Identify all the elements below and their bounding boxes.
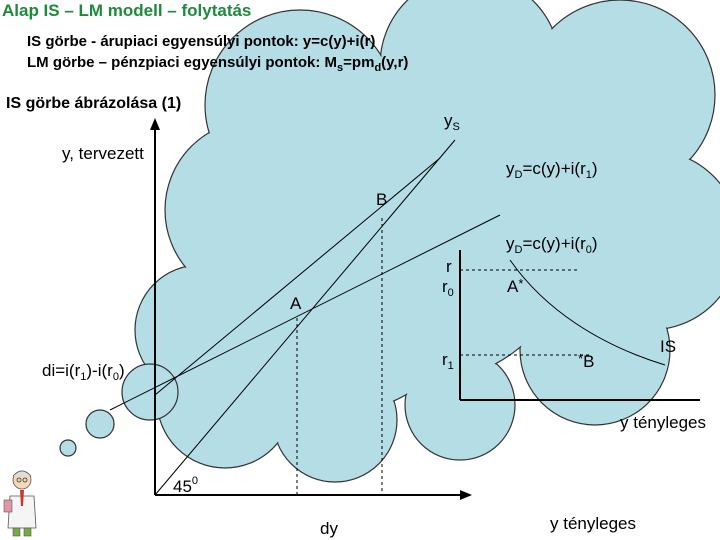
thought-bubble-small: [59, 439, 77, 457]
yd-r1-line: [154, 157, 441, 396]
thought-bubble-medium: [85, 409, 115, 439]
ys-45-degree-line: [154, 139, 456, 496]
label-r0: r0: [442, 277, 454, 299]
y-actual-axis-arrow: [460, 490, 472, 500]
yd-r0-line: [109, 214, 501, 411]
label-yd-r1: yD=c(y)+i(r1): [506, 159, 598, 181]
label-r1: r1: [442, 350, 454, 372]
is-curve: [509, 259, 666, 366]
lm-definition: LM görbe – pénzpiaci egyensúlyi pontok: …: [27, 54, 409, 74]
label-r-axis: r: [446, 257, 452, 276]
is-definition: IS görbe - árupiaci egyensúlyi pontok: y…: [27, 33, 376, 50]
label-y-actual-bottom: y tényleges: [550, 514, 636, 533]
label-45-degree: 450: [173, 475, 199, 496]
label-y-actual-right: y tényleges: [620, 413, 706, 432]
page-title: Alap IS – LM modell – folytatás: [2, 1, 252, 20]
label-y-planned: y, tervezett: [62, 144, 144, 163]
y-planned-axis-arrow: [150, 118, 160, 130]
thought-bubble-large: [121, 363, 179, 421]
label-ys: yS: [444, 111, 460, 133]
label-a-star: A*: [507, 276, 524, 296]
label-point-a: A: [290, 294, 302, 313]
label-b-star: *B: [578, 351, 595, 371]
label-point-b: B: [376, 190, 388, 209]
label-dy: dy: [320, 519, 338, 538]
label-is-curve: IS: [660, 337, 677, 356]
cartoon-professor-icon: [3, 470, 37, 537]
label-di: di=i(r1)-i(r0): [42, 361, 125, 383]
section-title: IS görbe ábrázolása (1): [6, 95, 182, 112]
label-yd-r0: yD=c(y)+i(r0): [506, 234, 598, 256]
